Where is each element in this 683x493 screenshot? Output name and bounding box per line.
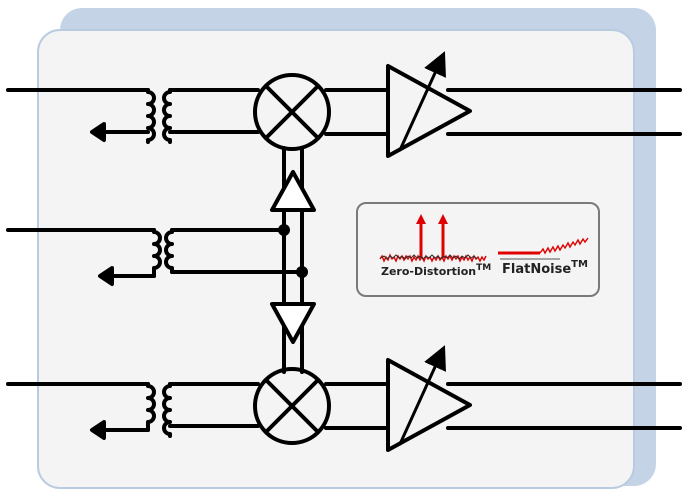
bottom-ground-arrow-icon (90, 420, 106, 440)
flat-noise-icon (498, 237, 589, 255)
fn-rising-noise (539, 237, 589, 255)
lo-buffer-down-icon (270, 302, 316, 344)
zd-tone-left-arrow-icon (416, 214, 426, 224)
zero-distortion-label: Zero-DistortionTM (381, 263, 491, 278)
top-transformer-secondary-coil (162, 88, 172, 144)
zd-tone-right-arrow-icon (438, 214, 448, 224)
lo-buffer-up-icon (270, 170, 316, 212)
flatnoise-label: FlatNoiseTM (502, 259, 588, 277)
lo-ground-arrow-icon (98, 266, 114, 286)
zero-distortion-icon (379, 214, 487, 263)
top-mixer-cross-b (264, 84, 320, 140)
top-gain-arrow (398, 51, 446, 152)
lo-transformer-secondary-coil (164, 228, 174, 274)
bottom-mixer-icon (253, 367, 331, 445)
top-mixer-icon (253, 73, 331, 151)
legend-frame (356, 202, 600, 297)
lo-transformer-primary-coil (152, 228, 162, 278)
legend-box: Zero-DistortionTM FlatNoiseTM (356, 202, 600, 297)
bottom-gain-arrow (398, 345, 446, 446)
bottom-mixer-cross-b (264, 378, 320, 434)
panel (37, 29, 635, 489)
circuit (6, 51, 682, 452)
bottom-transformer-secondary-coil (162, 382, 172, 438)
bottom-transformer-primary-coil (146, 382, 156, 432)
top-ground-arrow-icon (90, 122, 106, 142)
zd-noise-floor-dark (380, 254, 478, 260)
top-transformer-primary-coil (146, 88, 156, 144)
